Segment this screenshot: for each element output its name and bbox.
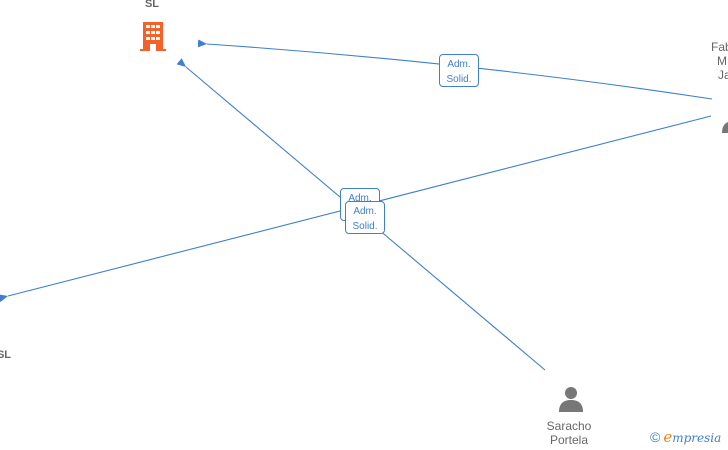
edge-role-badge-middle-front-line2: Solid. (352, 221, 378, 232)
copyright-icon: © (650, 429, 661, 445)
person-icon[interactable] (556, 384, 586, 414)
edge-role-badge-middle-back-line1: Adm. (348, 193, 372, 204)
brand-name: mpresia (672, 431, 722, 445)
person-right-label-line2: M (717, 54, 727, 68)
company-left-label[interactable]: SL (0, 349, 12, 361)
person-right-label[interactable]: Fab M Ja (708, 40, 728, 82)
empresia-watermark: ©empresia (650, 428, 728, 448)
edge-role-badge-top-line1: Adm. (447, 59, 471, 70)
edge-role-badge-middle-front[interactable]: Adm. Solid. (345, 201, 385, 234)
person-right-label-line1: Fab (711, 40, 728, 54)
edge-role-badge-middle-front-line1: Adm. (353, 206, 377, 217)
building-icon[interactable] (137, 20, 169, 52)
person-bottom-label-line1: Saracho (546, 419, 592, 433)
person-bottom-label[interactable]: Saracho Portela (532, 419, 606, 447)
person-bottom-label-line2: Portela (549, 433, 589, 447)
person-right-label-line3: Ja (718, 68, 728, 82)
brand-initial: e (663, 428, 673, 446)
person-icon[interactable] (719, 105, 728, 135)
edge-role-badge-top[interactable]: Adm. Solid. (439, 54, 479, 87)
company-top-label[interactable]: SL (144, 0, 160, 10)
edge-role-badge-top-line2: Solid. (446, 74, 472, 85)
